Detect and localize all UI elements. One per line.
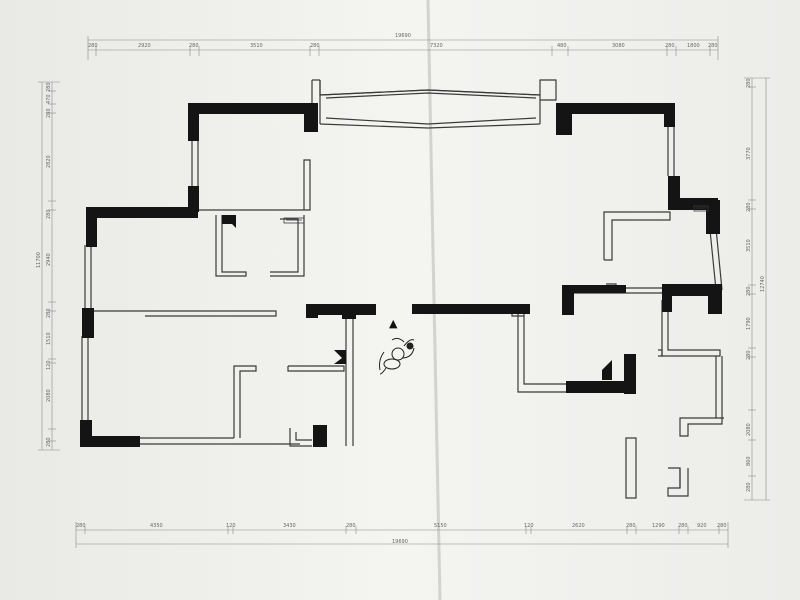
thin-walls [81, 79, 724, 499]
wall-right-upper-corner [706, 200, 720, 234]
kitchen-door-fill [602, 360, 612, 380]
top-dim-7: 480 [557, 43, 567, 49]
right-dim-9: 860 [746, 456, 752, 466]
human-figure-icon [379, 337, 415, 375]
balcony-window-1 [319, 89, 541, 96]
wall-top-left-horizontal [188, 103, 318, 114]
bottom-dim-7: 120 [524, 523, 534, 529]
top-dimensions [87, 36, 719, 60]
wall-top-right-horizontal [556, 103, 674, 114]
bottom-dim-1: 280 [76, 523, 86, 529]
wall-kitchen-bottom [566, 381, 636, 393]
left-dim-7: 280 [46, 308, 52, 318]
bottom-dim-12: 920 [697, 523, 707, 529]
wall-left-top-horizontal [88, 207, 198, 218]
right-dim-2: 3770 [746, 147, 752, 160]
left-dim-9: 120 [46, 360, 52, 370]
right-dim-5: 280 [746, 286, 752, 296]
wall-left-middle [82, 308, 94, 338]
left-overall-dim: 11700 [36, 252, 42, 268]
left-dim-6: 2940 [46, 253, 52, 266]
entry-arrow: ▲ [389, 317, 398, 330]
wall-left-top-vertical [86, 207, 97, 247]
bottom-dim-13: 280 [717, 523, 727, 529]
bottom-dim-6: 5150 [434, 523, 447, 529]
wall-corridor-right [412, 304, 530, 314]
bottom-dim-10: 1290 [652, 523, 665, 529]
wall-right-mid-horizontal [562, 285, 626, 293]
right-dimensions [744, 77, 770, 501]
balcony-window-2 [325, 92, 537, 99]
left-dim-5: 280 [46, 209, 52, 219]
bottom-dim-3: 120 [226, 523, 236, 529]
left-dim-1: 280 [46, 82, 52, 92]
right-dim-4: 3510 [746, 239, 752, 252]
right-dim-3: 280 [746, 202, 752, 212]
top-overall-dim: 19690 [395, 33, 411, 39]
wall-right-upper-horizontal [668, 198, 718, 210]
paper-fold [426, 0, 442, 600]
bottom-dim-8: 2620 [572, 523, 585, 529]
wall-right-mid-right [662, 284, 722, 296]
top-dim-1: 280 [88, 43, 98, 49]
left-dim-2: 470 [46, 94, 52, 104]
wall-bottom-left [80, 436, 140, 447]
bottom-dimension-labels: 280 4350 120 3430 280 5150 120 2620 280 … [76, 523, 727, 545]
right-dim-8: 2080 [746, 423, 752, 436]
wall-kitchen-right [624, 354, 636, 394]
bottom-dim-5: 280 [346, 523, 356, 529]
balcony-window-3 [325, 117, 537, 125]
top-dim-6: 7320 [430, 43, 443, 49]
bath-door-fill [334, 350, 346, 364]
wall-right-mid-stub [662, 284, 672, 312]
top-dim-9: 280 [665, 43, 675, 49]
top-dimension-labels: 19690 280 2920 280 3510 280 7320 480 308… [88, 33, 718, 49]
closet-door-fill [222, 215, 236, 228]
bottom-dim-4: 3430 [283, 523, 296, 529]
wall-corridor-left [306, 304, 376, 315]
top-dim-3: 280 [189, 43, 199, 49]
bottom-overall-dim: 19690 [392, 539, 408, 545]
top-dim-4: 3510 [250, 43, 263, 49]
left-dimension-labels: 11700 280 470 280 2820 280 2940 280 1510… [36, 82, 52, 447]
right-dim-1: 280 [746, 78, 752, 88]
right-dim-7: 280 [746, 350, 752, 360]
bottom-dim-2: 4350 [150, 523, 163, 529]
bottom-dimensions [75, 522, 729, 548]
details [283, 205, 709, 224]
left-dim-8: 1510 [46, 332, 52, 345]
thick-walls [80, 103, 722, 447]
wall-bath-pier [313, 425, 327, 447]
left-dim-4: 2820 [46, 155, 52, 168]
top-dim-2: 2920 [138, 43, 151, 49]
wall-bedroom-left-corner [188, 186, 199, 212]
balcony-window-4 [319, 123, 541, 129]
right-dim-10: 280 [746, 482, 752, 492]
right-dim-6: 1790 [746, 317, 752, 330]
bottom-dim-9: 280 [626, 523, 636, 529]
wall-top-right-vertical [664, 103, 675, 127]
wall-corridor-left-pier [306, 304, 318, 318]
left-dim-10: 2080 [46, 389, 52, 402]
left-dimensions [38, 81, 60, 451]
top-dim-5: 280 [310, 43, 320, 49]
wall-right-mid-corner [708, 284, 722, 314]
right-dimension-labels: 280 3770 280 3510 280 1790 280 2080 860 … [746, 78, 766, 492]
left-dim-11: 280 [46, 437, 52, 447]
top-dim-11: 280 [708, 43, 718, 49]
top-dim-8: 3080 [612, 43, 625, 49]
right-overall-dim: 12740 [760, 276, 766, 292]
left-dim-3: 280 [46, 108, 52, 118]
bottom-dim-11: 280 [678, 523, 688, 529]
wall-top-left-pier [304, 110, 318, 132]
top-dim-10: 1800 [687, 43, 700, 49]
wall-top-left-vertical [188, 103, 199, 141]
wall-corridor-stub [342, 310, 356, 319]
